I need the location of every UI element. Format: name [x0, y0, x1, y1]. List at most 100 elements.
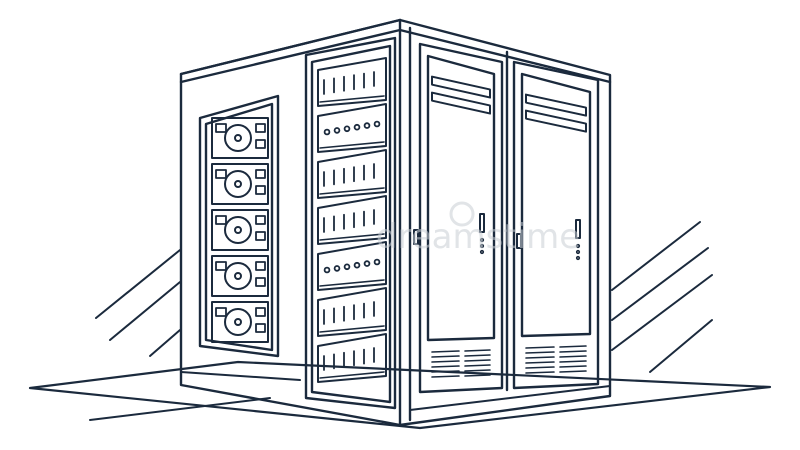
door-2: [512, 60, 600, 390]
door-grille-right-1-1: [464, 349, 491, 352]
rack-unit-1: [317, 57, 387, 107]
drive-bay-4: [211, 255, 269, 297]
door-1: [418, 42, 504, 394]
plinth-left: [180, 371, 301, 381]
rack-unit-base-2: [319, 141, 385, 149]
door-grille-right-1-6: [464, 374, 491, 377]
drive-led-4: [215, 261, 227, 271]
drive-port-b-4: [255, 277, 266, 287]
drive-spindle-icon-3: [234, 226, 242, 234]
door-grille-right-2-2: [559, 350, 587, 353]
door-panel-2: [520, 72, 592, 338]
rack-led-2-6: [373, 120, 381, 128]
floor-outline: [28, 360, 772, 430]
rack-led-2-1: [323, 128, 331, 136]
rack-led-2-2: [333, 127, 341, 134]
left-panel-frame: [198, 94, 280, 358]
drive-bay-3: [211, 209, 269, 251]
hinge-icon-right: [516, 233, 522, 249]
door-handle-icon-1: [479, 213, 485, 233]
drive-bay-1: [211, 117, 269, 159]
door-grille-left-1-1: [431, 350, 460, 353]
rack-led-2-4: [353, 123, 361, 131]
rack-frame: [304, 36, 397, 410]
door-grille-left-1-4: [431, 365, 460, 368]
rack-led-5-1: [323, 266, 331, 274]
rack-led-5-2: [333, 265, 341, 272]
drive-disk-icon-3: [224, 216, 252, 244]
rack-unit-base-7: [319, 371, 385, 379]
dreamstime-logo-icon: [449, 201, 475, 227]
rack-led-5-3: [343, 263, 351, 271]
rack-unit-5: [317, 241, 387, 291]
rack-unit-6: [317, 287, 387, 337]
door-grille-right-2-3: [559, 355, 587, 358]
shadow-line-left-0: [95, 249, 181, 319]
drive-port-a-3: [255, 215, 266, 225]
top-back-edge: [179, 18, 402, 76]
door-grille-right-2-1: [559, 345, 587, 348]
drive-port-b-1: [255, 139, 266, 149]
door-grille-left-2-5: [525, 366, 555, 369]
rack-inner: [310, 44, 392, 404]
door-grille-right-2-6: [559, 370, 587, 373]
door-handle-dot-1-2: [479, 243, 485, 249]
drive-led-2: [215, 169, 227, 179]
drive-disk-icon-4: [224, 262, 252, 290]
drive-led-1: [215, 123, 227, 133]
drive-led-5: [215, 307, 227, 317]
door-handle-dot-2-3: [575, 255, 581, 261]
rack-led-5-5: [363, 260, 371, 267]
watermark-text: dreamstime: [376, 217, 580, 257]
rack-unit-base-5: [319, 279, 385, 287]
door-handle-dot-1-3: [479, 249, 485, 255]
door-handle-dot-2-2: [575, 249, 581, 255]
shadow-line-left-1: [109, 281, 181, 341]
floor-edge-line: [89, 397, 271, 421]
drive-port-a-5: [255, 307, 266, 317]
rack-unit-3: [317, 149, 387, 199]
rack-unit-base-4: [319, 233, 385, 241]
door-grille-right-1-3: [464, 359, 491, 362]
drive-port-b-5: [255, 323, 266, 333]
left-panel-inner: [204, 102, 274, 352]
rack-unit-7: [317, 333, 387, 383]
drive-disk-icon-2: [224, 170, 252, 198]
door-vent-slot-a-1: [431, 75, 491, 99]
door-grille-left-1-3: [431, 360, 460, 363]
door-grille-right-2-5: [559, 365, 587, 368]
shadow-line-right-2: [611, 274, 713, 351]
door-grille-left-2-3: [525, 356, 555, 359]
drive-spindle-icon-5: [234, 318, 242, 326]
door-grille-right-2-4: [559, 360, 587, 363]
door-grille-left-2-2: [525, 351, 555, 354]
plinth-right: [409, 385, 611, 411]
watermark: dreamstime: [376, 201, 580, 257]
drive-led-3: [215, 215, 227, 225]
drive-bay-5: [211, 301, 269, 343]
shadow-line-right-0: [611, 221, 701, 291]
drive-port-a-2: [255, 169, 266, 179]
rack-led-2-3: [343, 125, 351, 133]
drive-port-a-1: [255, 123, 266, 133]
rack-unit-base-1: [319, 95, 385, 103]
door-grille-right-1-2: [464, 354, 491, 357]
line-art: [28, 18, 772, 430]
door-grille-right-1-5: [464, 369, 491, 372]
drive-port-b-2: [255, 185, 266, 195]
rack-led-5-4: [353, 261, 361, 269]
door-grille-left-1-2: [431, 355, 460, 358]
door-grille-left-2-1: [525, 346, 555, 349]
rack-unit-base-6: [319, 325, 385, 333]
door-panel-1: [426, 54, 496, 342]
hinge-icon-left: [413, 229, 419, 245]
drive-port-b-3: [255, 231, 266, 241]
rack-unit-4: [317, 195, 387, 245]
drive-spindle-icon-2: [234, 180, 242, 188]
door-handle-icon-2: [575, 219, 581, 239]
door-grille-left-2-6: [525, 371, 555, 374]
door-vent-slot-b-2: [525, 109, 587, 133]
rack-led-2-5: [363, 122, 371, 129]
shadow-line-left-2: [149, 329, 181, 357]
drive-spindle-icon-4: [234, 272, 242, 280]
